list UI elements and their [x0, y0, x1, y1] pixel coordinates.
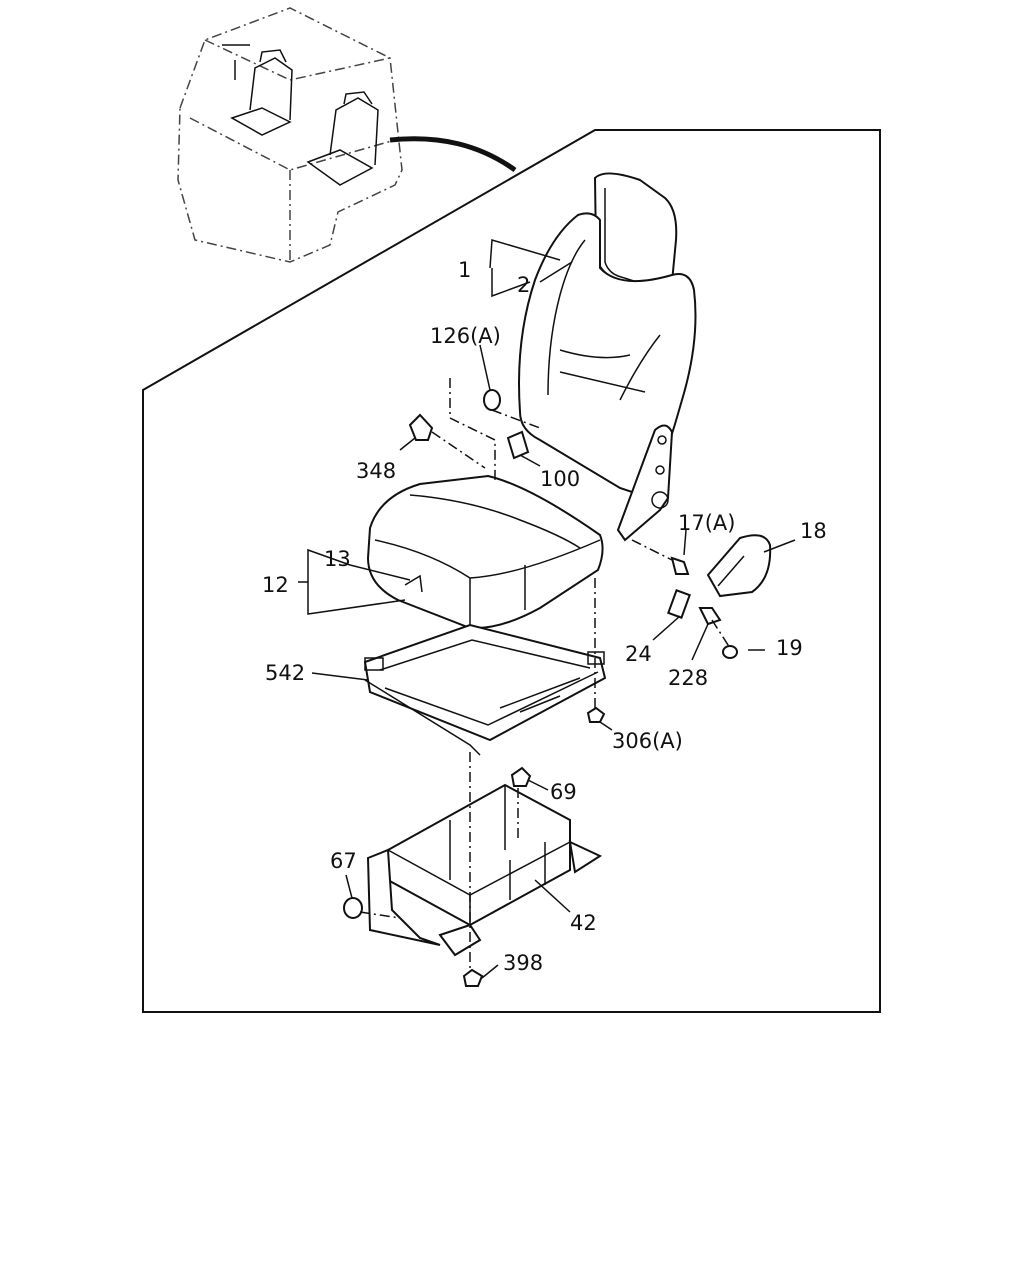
callout-69: 69 — [550, 780, 577, 804]
callout-398: 398 — [503, 951, 543, 975]
callout-67: 67 — [330, 849, 357, 873]
callout-126a: 126(A) — [430, 324, 501, 348]
callout-348: 348 — [356, 459, 396, 483]
callout-19: 19 — [776, 636, 803, 660]
callout-42: 42 — [570, 911, 597, 935]
callout-17a: 17(A) — [678, 511, 735, 535]
seat-cushion — [366, 474, 604, 630]
callout-1: 1 — [458, 258, 471, 282]
detail-frame — [142, 129, 881, 1013]
callout-24: 24 — [625, 642, 652, 666]
callouts: 1 2 126(A) 348 100 17(A) 18 13 12 24 228… — [262, 258, 827, 975]
seat-back — [518, 172, 697, 542]
callout-2: 2 — [517, 273, 530, 297]
callout-228: 228 — [668, 666, 708, 690]
seat-riser-frame — [366, 783, 603, 957]
callout-13: 13 — [324, 547, 351, 571]
callout-306a: 306(A) — [612, 729, 683, 753]
callout-100: 100 — [540, 467, 580, 491]
cab-overview — [177, 7, 517, 263]
seat-slide-rails — [363, 623, 607, 756]
leader-lines — [222, 44, 796, 979]
callout-542: 542 — [265, 661, 305, 685]
assembly-lines — [359, 378, 731, 970]
callout-12: 12 — [262, 573, 289, 597]
callout-18: 18 — [800, 519, 827, 543]
